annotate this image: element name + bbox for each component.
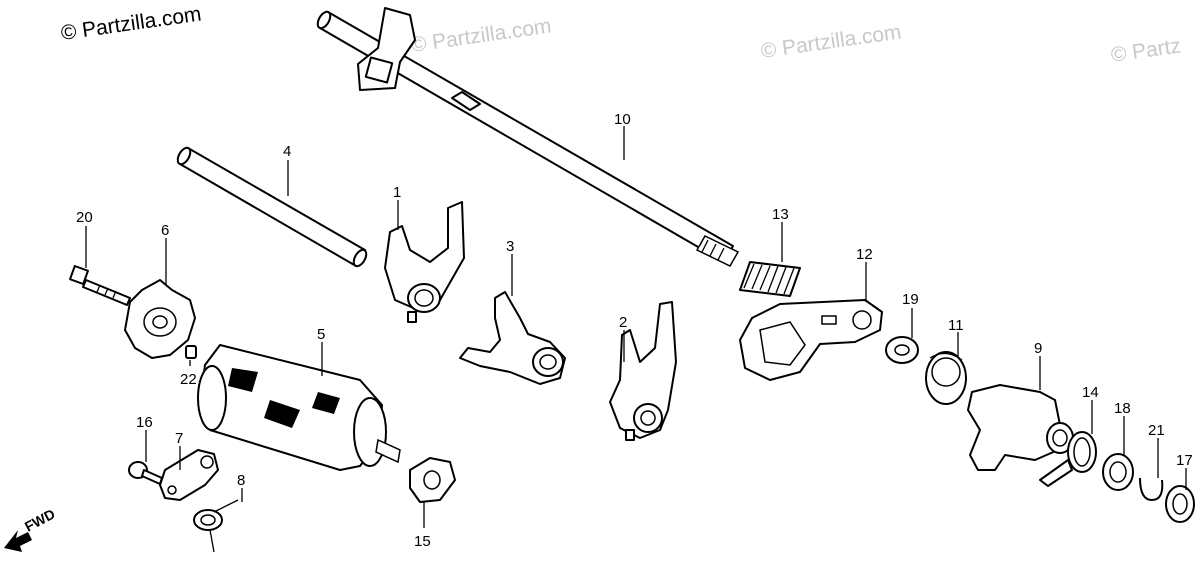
callout-22: 22 [180,371,197,388]
watermark-1: © Partzilla.com [59,2,202,44]
collar-part-11 [925,351,967,405]
callout-19: 19 [902,291,919,308]
callout-13: 13 [772,206,789,223]
forward-label: FWD [22,506,58,535]
shift-arm-part-9 [967,384,1074,471]
shift-fork-part-3 [459,291,566,385]
callout-numbers: 10 4 1 3 2 13 12 19 11 9 14 18 21 17 20 … [76,111,1193,550]
callout-8: 8 [237,472,245,489]
callout-6: 6 [161,222,169,239]
shift-spindle-part-10 [316,7,740,267]
callout-7: 7 [175,430,183,447]
callout-2: 2 [619,314,627,331]
callout-17: 17 [1176,452,1193,469]
spring-part-8 [193,499,239,553]
washer-part-17 [1165,485,1195,523]
forward-arrow-icon [4,530,32,552]
callout-10: 10 [614,111,631,128]
leader-lines [85,126,1187,528]
callout-12: 12 [856,246,873,263]
callout-18: 18 [1114,400,1131,417]
watermark-2: © Partzilla.com [409,14,552,56]
plate-part-12 [739,299,883,381]
washer-part-19 [885,336,919,364]
callout-16: 16 [136,414,153,431]
shift-fork-part-1 [384,201,465,323]
circlip-part-21 [1139,477,1164,501]
watermark-3: © Partzilla.com [759,20,902,62]
stopper-arm-part-7 [159,449,219,501]
callout-14: 14 [1082,384,1099,401]
collar-part-15 [409,457,456,503]
star-plate-part-6 [124,279,196,359]
forward-direction-indicator: FWD [4,506,58,552]
bolt-part-16 [128,461,163,485]
callout-11: 11 [948,317,964,334]
callout-15: 15 [414,533,431,550]
callout-4: 4 [283,143,291,160]
shift-drum-part-5 [197,344,401,471]
shift-fork-part-2 [609,301,677,441]
callout-9: 9 [1034,340,1042,357]
callout-21: 21 [1148,422,1165,439]
washer-part-18 [1102,453,1134,491]
dowel-pin-part-22 [185,345,197,359]
callout-5: 5 [317,326,325,343]
return-spring-part-14 [1039,431,1097,487]
callout-20: 20 [76,209,93,226]
bolt-part-20 [69,265,131,306]
callout-1: 1 [393,184,401,201]
watermark-4: © Partz [1109,34,1182,67]
fork-shaft-part-4 [176,146,368,268]
callout-3: 3 [506,238,514,255]
spring-part-13 [739,261,801,297]
